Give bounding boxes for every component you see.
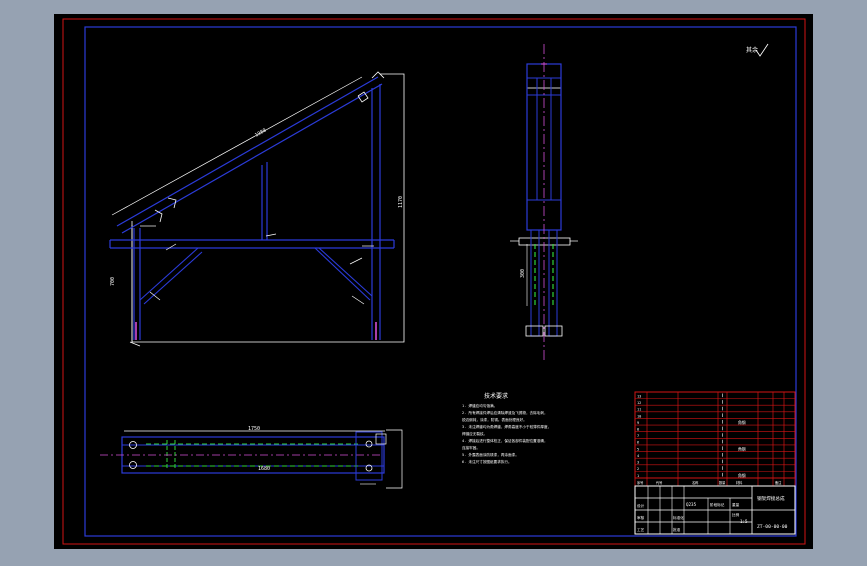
material-value: Q235 — [686, 502, 697, 507]
stage-label: 重量 — [732, 502, 740, 507]
note-line: 3. 未注焊缝均为角焊缝，焊角高度不小于较薄件厚度， — [462, 424, 551, 429]
drawing-number: ZT-00-00-00 — [757, 524, 788, 530]
parts-row-name: 角钢 — [738, 473, 746, 478]
plan-inner-dimension: 1680 — [258, 466, 270, 472]
front-view — [109, 71, 405, 347]
title-block — [634, 391, 796, 535]
sign-label: 标准化 — [673, 515, 684, 520]
note-line: 1. 焊缝应均匀饱满。 — [462, 403, 497, 408]
stage-label: 比例 — [732, 512, 740, 517]
parts-row-number: 3 — [637, 461, 639, 465]
parts-row-number: 8 — [637, 427, 639, 431]
parts-list-numbers: 13 12 11 10 9 8 7 6 5 4 3 2 1 — [637, 394, 641, 477]
side-view — [510, 44, 578, 360]
front-height-dimension: 1170 — [398, 196, 404, 208]
sign-label: 批准 — [673, 527, 681, 532]
sign-label: 设计 — [637, 503, 645, 508]
header-label: 材料 — [736, 480, 743, 485]
stage-labels: 阶段标记 重量 比例 — [710, 502, 740, 517]
side-depth-dimension: 300 — [520, 269, 526, 278]
header-label: 序号 — [637, 480, 643, 485]
note-line: 4. 焊接后进行整体校正，保证各部件装配位置准确， — [462, 438, 548, 443]
note-line: 焊缝应无裂纹。 — [462, 431, 487, 436]
parts-row-number: 4 — [637, 454, 639, 458]
parts-row-number: 5 — [637, 447, 639, 451]
header-label: 代号 — [656, 480, 662, 485]
front-leg-dimension: 700 — [110, 277, 116, 286]
sign-labels: 设计 审核 工艺 标准化 批准 — [637, 503, 684, 532]
parts-row-name: 角钢 — [738, 420, 746, 425]
parts-row-number: 12 — [637, 401, 641, 405]
parts-row-number: 11 — [637, 408, 641, 412]
header-label: 备注 — [775, 480, 782, 485]
roughness-symbol — [755, 43, 769, 57]
note-line: 6. 未注尺寸按图纸要求执行。 — [462, 459, 512, 464]
drawing-frame — [84, 26, 797, 537]
parts-row-number: 10 — [637, 414, 641, 418]
roughness-note: 其余 — [746, 46, 758, 54]
plan-view — [100, 429, 403, 489]
sheet-outer-border — [62, 18, 806, 545]
note-line: 连接牢固。 — [462, 445, 480, 450]
notes-title: 技术要求 — [484, 392, 508, 400]
front-slope-dimension: 1980 — [254, 128, 267, 139]
parts-row-number: 1 — [637, 474, 639, 478]
note-line: 5. 外露表面涂防锈漆，再涂面漆。 — [462, 452, 519, 457]
plan-length-dimension: 1750 — [248, 426, 260, 432]
sign-label: 工艺 — [637, 527, 645, 532]
drawing-name: 钢架焊接总成 — [757, 495, 785, 502]
sign-label: 审核 — [637, 515, 645, 520]
parts-list-header: 序号 代号 名称 数量 材料 备注 — [637, 480, 782, 485]
note-line: 锐边倒钝，涂漆，防锈。表面处理良好。 — [462, 417, 527, 422]
stage-label: 阶段标记 — [710, 502, 725, 507]
parts-row-name: 角钢 — [738, 446, 746, 451]
parts-row-number: 9 — [637, 421, 639, 425]
scale-value: 1:5 — [740, 519, 748, 524]
model-space-background — [54, 14, 813, 549]
parts-row-number: 13 — [637, 394, 641, 398]
parts-row-number: 7 — [637, 434, 639, 438]
header-label: 名称 — [692, 480, 699, 485]
header-label: 数量 — [719, 480, 726, 485]
notes-list: 1. 焊缝应均匀饱满。 2. 所有焊接件焊后应清除焊渣及飞溅物，去除毛刺， 锐边… — [462, 403, 551, 464]
parts-row-number: 6 — [637, 441, 639, 445]
parts-row-number: 2 — [637, 467, 639, 471]
note-line: 2. 所有焊接件焊后应清除焊渣及飞溅物，去除毛刺， — [462, 410, 548, 415]
